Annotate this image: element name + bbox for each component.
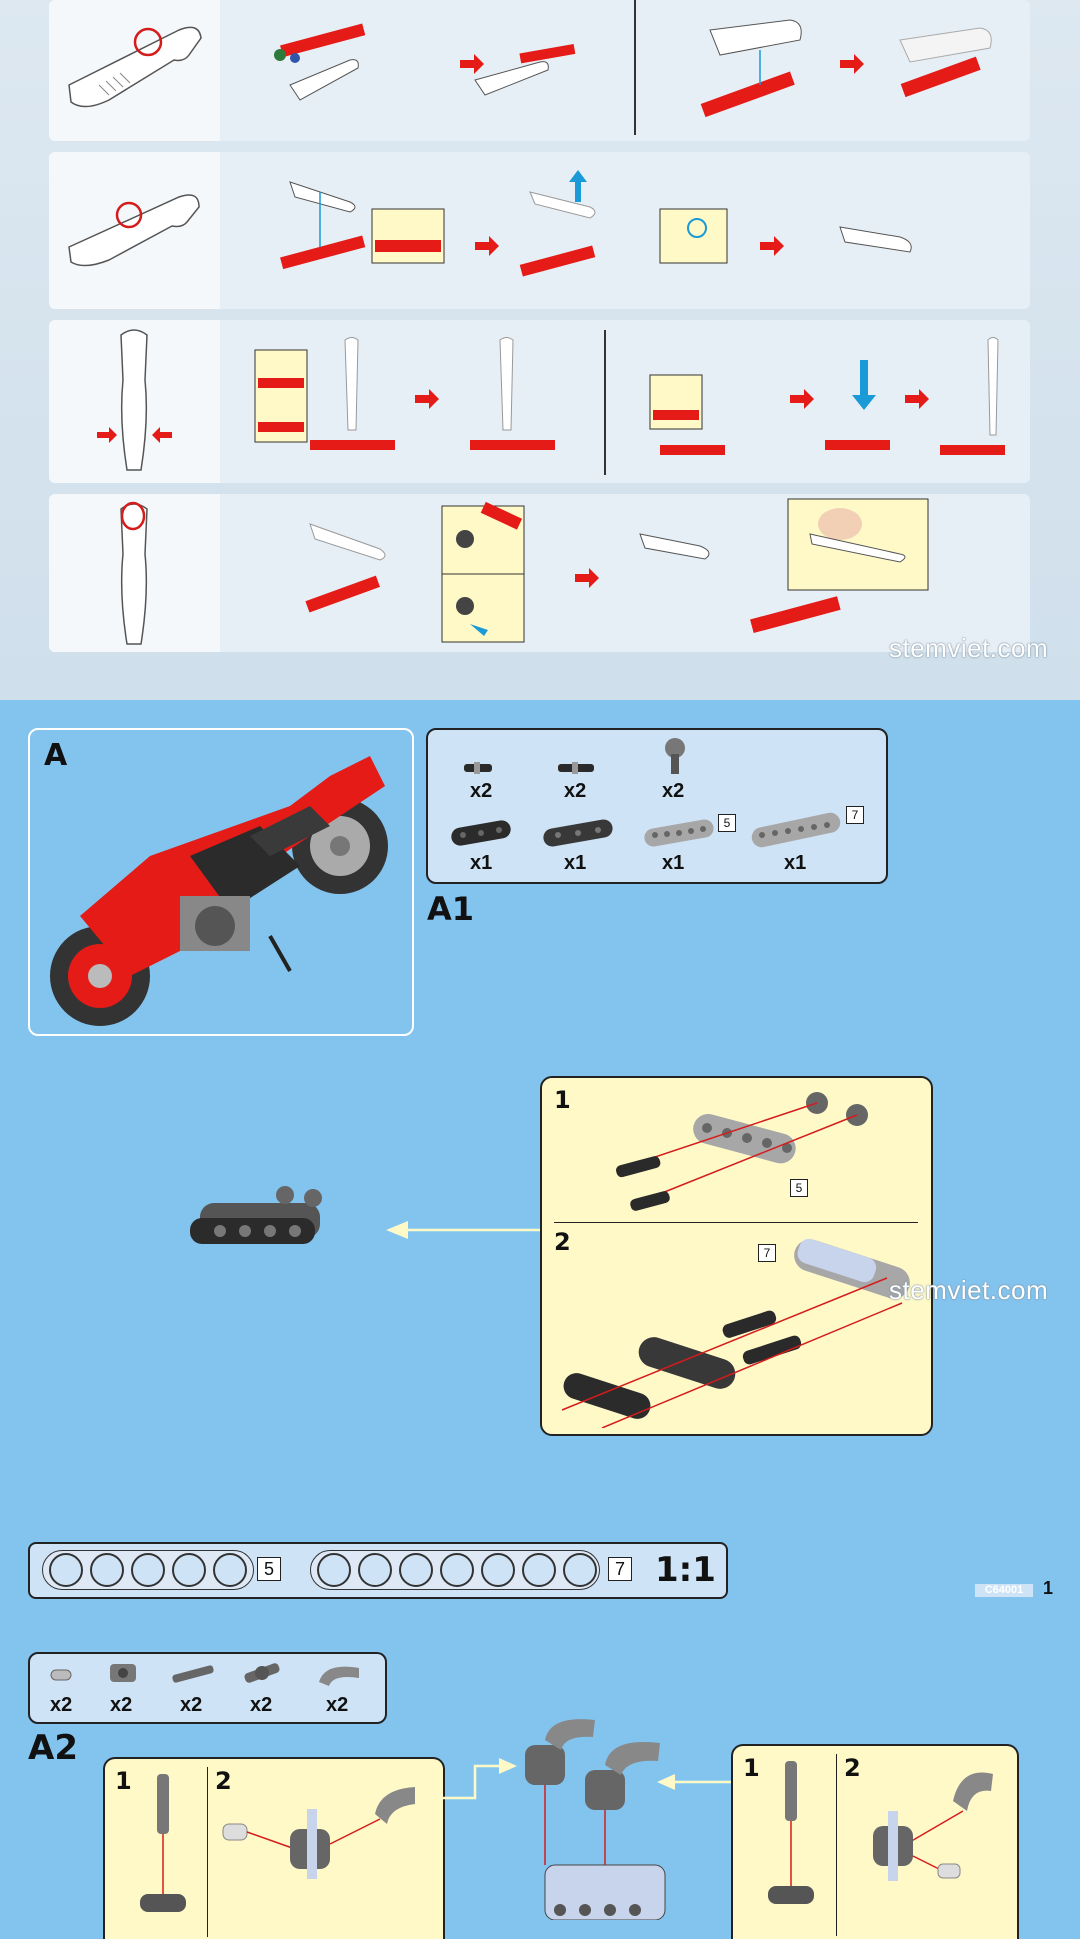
page-code: C64001 bbox=[975, 1584, 1033, 1597]
part-qty: x2 bbox=[326, 1694, 349, 1716]
beam-size-label: 5 bbox=[790, 1179, 808, 1197]
model-preview-box: A bbox=[28, 728, 414, 1036]
scale-label: 1:1 bbox=[655, 1550, 716, 1590]
substep-number: 1 bbox=[554, 1086, 571, 1114]
substep-divider bbox=[836, 1754, 837, 1936]
a1-result-assembly bbox=[190, 1186, 322, 1244]
a2-left-substep-2-illustration bbox=[222, 1787, 415, 1879]
beam-5-outline bbox=[42, 1550, 254, 1590]
short-pin-icon bbox=[464, 762, 492, 774]
tool-row-3 bbox=[49, 320, 1030, 483]
cross-block-icon bbox=[110, 1664, 136, 1682]
substep-divider bbox=[207, 1767, 208, 1937]
substep-number: 2 bbox=[844, 1754, 861, 1782]
page-number: 1 bbox=[1043, 1578, 1054, 1598]
tool-row-2 bbox=[49, 152, 1030, 309]
tool-row-1-illustration bbox=[274, 0, 992, 135]
substep-number: 2 bbox=[215, 1767, 232, 1795]
tool-instructions-section: stemviet.com bbox=[0, 0, 1080, 700]
a2-left-substep-1-illustration bbox=[140, 1774, 186, 1912]
step-label-a1: A1 bbox=[427, 890, 475, 928]
tool-row-2-illustration bbox=[280, 170, 912, 277]
angle-connector-icon bbox=[244, 1663, 280, 1683]
part-qty: x2 bbox=[470, 780, 493, 802]
a1-substep-2-illustration bbox=[561, 1238, 910, 1428]
tool-row-4-illustration bbox=[305, 498, 929, 643]
tool-thumbnail bbox=[49, 494, 220, 652]
beam-hole bbox=[90, 1553, 124, 1587]
a1-parts-list: x2 x2 x2 x1 x1 5 x1 7 x1 bbox=[426, 728, 888, 884]
connector-icon bbox=[665, 738, 685, 774]
beam-hole bbox=[131, 1553, 165, 1587]
a2-right-panel: 1 2 bbox=[731, 1744, 1019, 1939]
part-qty: x1 bbox=[564, 852, 587, 874]
watermark: stemviet.com bbox=[889, 633, 1049, 663]
beam-size-label: 7 bbox=[608, 1557, 632, 1581]
part-qty: x1 bbox=[784, 852, 807, 874]
model-label: A bbox=[44, 738, 68, 773]
curved-tube-icon bbox=[319, 1666, 359, 1686]
arrow-to-result bbox=[386, 1221, 540, 1239]
a2-left-panel: 1 2 bbox=[103, 1757, 445, 1939]
black-beam-3-icon bbox=[451, 820, 511, 846]
beam-size-label: 7 bbox=[758, 1244, 776, 1262]
substep-number: 1 bbox=[743, 1754, 760, 1782]
tool-row-3-illustration bbox=[254, 330, 1005, 475]
beam-hole bbox=[563, 1553, 597, 1587]
a1-substep-1-illustration bbox=[616, 1092, 868, 1211]
axle-pin-icon bbox=[558, 762, 594, 774]
beam-hole bbox=[213, 1553, 247, 1587]
beam-tool-icon bbox=[97, 329, 172, 471]
part-qty: x1 bbox=[662, 852, 685, 874]
tool-thumbnail bbox=[49, 320, 220, 483]
beam-size-label: 5 bbox=[718, 814, 736, 832]
beam-tool-icon bbox=[68, 26, 202, 108]
watermark: stemviet.com bbox=[889, 1275, 1049, 1305]
part-qty: x2 bbox=[110, 1694, 133, 1716]
part-qty: x2 bbox=[662, 780, 685, 802]
tool-row-4 bbox=[49, 494, 1030, 652]
a2-center-assembly bbox=[525, 1719, 666, 1920]
long-pin-icon bbox=[172, 1665, 214, 1683]
beam-hole bbox=[522, 1553, 556, 1587]
bushing-icon bbox=[50, 1669, 72, 1681]
beam-hole bbox=[440, 1553, 474, 1587]
a1-instruction-panel: 1 5 2 7 bbox=[540, 1076, 933, 1436]
beam-tool-icon bbox=[68, 194, 200, 267]
beam-tool-icon bbox=[120, 501, 148, 645]
grey-beam-5-icon bbox=[644, 819, 714, 847]
beam-hole bbox=[399, 1553, 433, 1587]
part-qty: x2 bbox=[180, 1694, 203, 1716]
tool-thumbnail bbox=[49, 0, 220, 141]
beam-hole bbox=[481, 1553, 515, 1587]
beam-hole bbox=[317, 1553, 351, 1587]
tool-thumbnail bbox=[49, 152, 220, 309]
arrow-left-to-center bbox=[441, 1758, 517, 1800]
part-qty: x2 bbox=[564, 780, 587, 802]
beam-7-outline bbox=[310, 1550, 600, 1590]
black-beam-3-icon bbox=[543, 819, 613, 847]
grey-beam-7-icon bbox=[751, 812, 841, 848]
substep-number: 2 bbox=[554, 1228, 571, 1256]
a2-right-substep-1-illustration bbox=[768, 1761, 814, 1904]
red-motorbike-image bbox=[50, 756, 388, 1026]
substep-divider bbox=[554, 1222, 918, 1223]
ruler-1-to-1: 5 7 1:1 bbox=[28, 1542, 728, 1599]
beam-hole bbox=[172, 1553, 206, 1587]
step-label-a2: A2 bbox=[28, 1728, 78, 1768]
beam-hole bbox=[49, 1553, 83, 1587]
tool-row-1 bbox=[49, 0, 1030, 141]
beam-size-label: 7 bbox=[846, 806, 864, 824]
beam-hole bbox=[358, 1553, 392, 1587]
part-qty: x2 bbox=[50, 1694, 73, 1716]
a2-parts-list: x2 x2 x2 x2 x2 bbox=[28, 1652, 387, 1724]
arrow-right-to-center bbox=[657, 1774, 731, 1790]
substep-number: 1 bbox=[115, 1767, 132, 1795]
part-qty: x2 bbox=[250, 1694, 273, 1716]
beam-size-label: 5 bbox=[257, 1557, 281, 1581]
a2-right-substep-2-illustration bbox=[873, 1772, 993, 1881]
part-qty: x1 bbox=[470, 852, 493, 874]
